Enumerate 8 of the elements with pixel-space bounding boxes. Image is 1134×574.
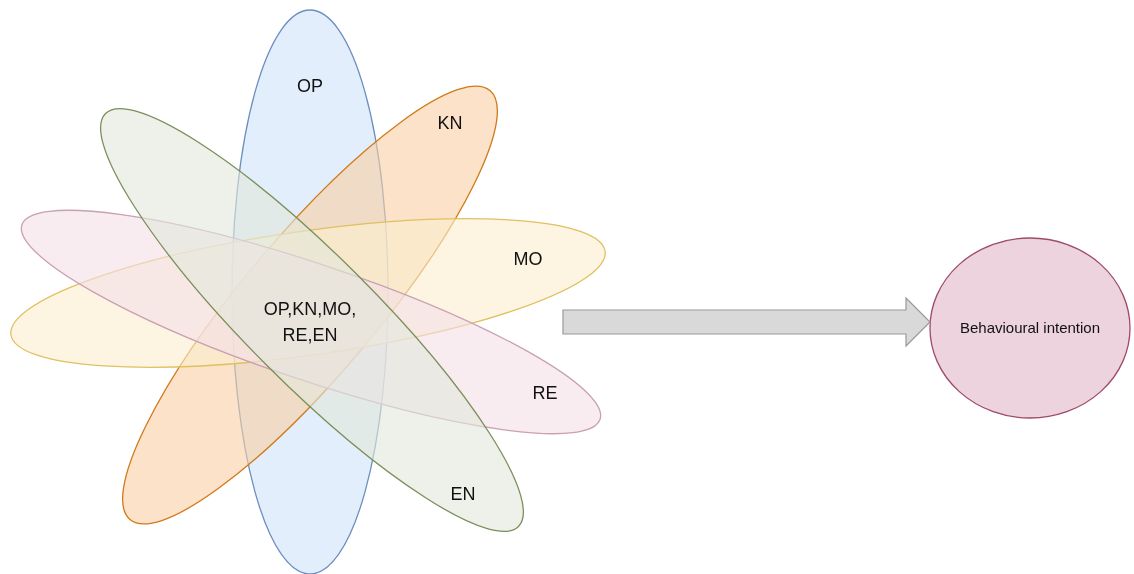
set-label: KN: [437, 113, 463, 133]
outcome-label: Behavioural intention: [959, 319, 1101, 336]
set-label: MO: [513, 249, 543, 269]
set-label: RE: [532, 383, 558, 403]
set-label: EN: [450, 484, 476, 504]
set-label: OP: [297, 76, 323, 96]
intersection-label: OP,KN,MO, RE,EN: [245, 296, 375, 348]
block-arrow: [562, 296, 931, 348]
